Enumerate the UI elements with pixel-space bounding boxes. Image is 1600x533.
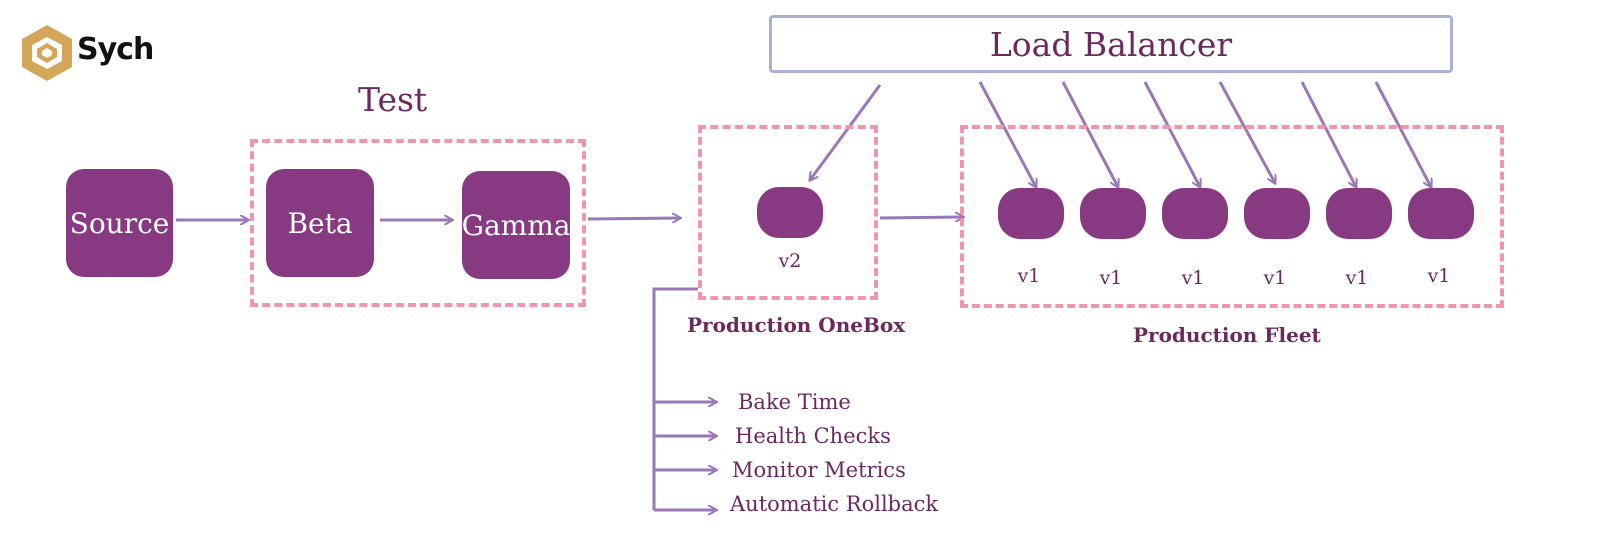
arrow-lb-to-fleet-3 (1143, 81, 1200, 187)
onebox-version: v2 (778, 250, 802, 272)
onebox-label: Production OneBox (687, 313, 906, 337)
check-monitor-metrics: Monitor Metrics (732, 458, 906, 482)
check-automatic-rollback: Automatic Rollback (730, 492, 939, 516)
test-group-title: Test (358, 80, 428, 119)
fleet-instance-1 (998, 188, 1064, 239)
fleet-instance-3 (1162, 188, 1228, 239)
fleet-version-6: v1 (1427, 265, 1451, 287)
arrow-lb-to-fleet-6 (1374, 81, 1431, 187)
fleet-instance-2 (1080, 188, 1146, 239)
onebox-instance (757, 187, 823, 238)
brand-name: Sych (77, 32, 154, 67)
source-node: Source (66, 169, 173, 277)
fleet-group-box (960, 125, 1504, 308)
beta-label: Beta (287, 206, 353, 240)
source-label: Source (69, 206, 170, 240)
arrow-lb-to-fleet-5 (1300, 81, 1356, 187)
gamma-label: Gamma (461, 208, 571, 242)
fleet-version-4: v1 (1263, 267, 1287, 289)
fleet-version-1: v1 (1017, 265, 1041, 287)
fleet-version-3: v1 (1181, 267, 1205, 289)
load-balancer-label: Load Balancer (989, 24, 1233, 64)
arrow-gamma-to-onebox (587, 218, 680, 219)
arrow-lb-to-fleet-2 (1061, 81, 1118, 187)
sych-logo-icon (22, 25, 72, 81)
arrow-lb-to-onebox (810, 84, 882, 180)
test-group-box (250, 139, 586, 307)
arrow-onebox-to-fleet (879, 217, 963, 218)
fleet-version-5: v1 (1345, 267, 1369, 289)
fleet-label: Production Fleet (1133, 323, 1321, 347)
gamma-node: Gamma (462, 171, 570, 279)
fleet-instance-6 (1408, 188, 1474, 239)
fleet-instance-4 (1244, 188, 1310, 239)
beta-node: Beta (266, 169, 374, 277)
fleet-instance-5 (1326, 188, 1392, 239)
check-health-checks: Health Checks (735, 424, 891, 448)
check-bake-time: Bake Time (738, 390, 851, 414)
onebox-group-box (698, 125, 878, 300)
arrow-lb-to-fleet-4 (1218, 81, 1275, 183)
fleet-version-2: v1 (1099, 267, 1123, 289)
load-balancer-box: Load Balancer (769, 15, 1453, 73)
arrow-lb-to-fleet-1 (978, 81, 1036, 187)
